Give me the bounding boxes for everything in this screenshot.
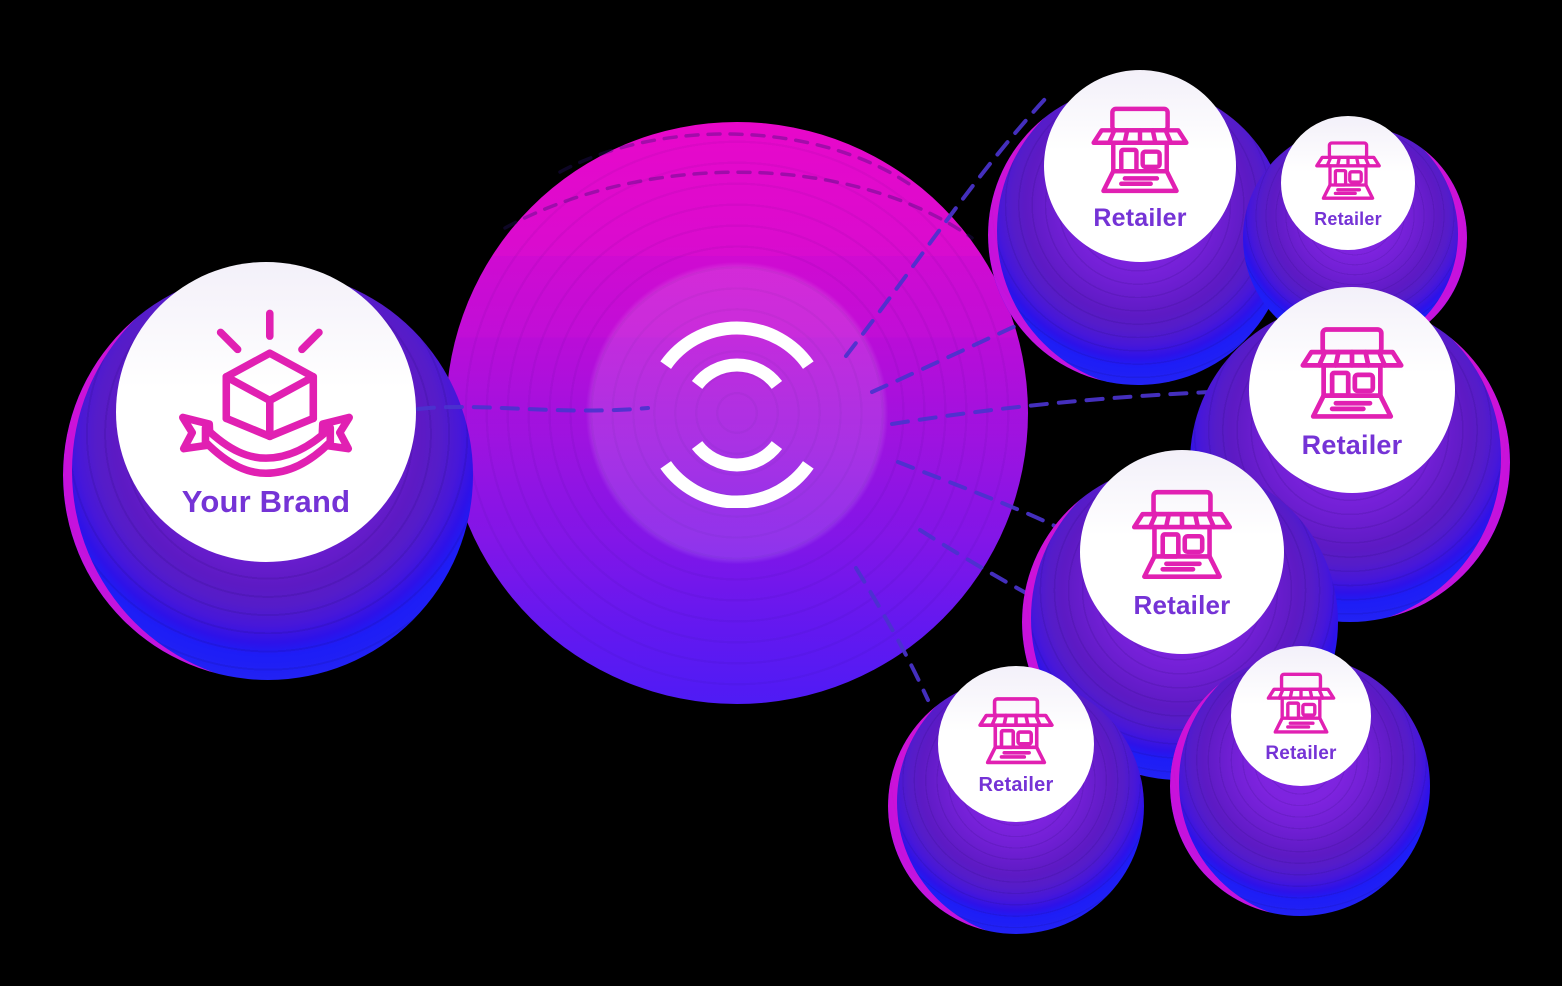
retailer-circle: Retailer	[1231, 646, 1371, 786]
storefront-icon	[978, 696, 1054, 764]
retailer-circle: Retailer	[1080, 450, 1284, 654]
retailer-label: Retailer	[1133, 590, 1231, 620]
retailer-circle: Retailer	[1281, 116, 1415, 250]
retailer-circle: Retailer	[1249, 287, 1455, 493]
retailer-label: Retailer	[1301, 429, 1403, 460]
storefront-icon	[1266, 672, 1336, 734]
storefront-icon	[1300, 326, 1404, 419]
retailer-label: Retailer	[1265, 742, 1337, 764]
retailer-label: Retailer	[1314, 208, 1382, 229]
hub-logo-icon	[660, 321, 814, 508]
retailer-label: Retailer	[978, 773, 1054, 796]
product-box-ribbon-icon	[178, 309, 353, 478]
storefront-icon	[1315, 140, 1381, 200]
retailer-circle: Retailer	[938, 666, 1094, 822]
brand-circle: Your Brand	[116, 262, 416, 562]
storefront-icon	[1131, 489, 1233, 579]
retailer-label: Retailer	[1093, 203, 1187, 232]
storefront-icon	[1091, 106, 1189, 193]
brand-label: Your Brand	[181, 484, 351, 519]
retailer-circle: Retailer	[1044, 70, 1236, 262]
